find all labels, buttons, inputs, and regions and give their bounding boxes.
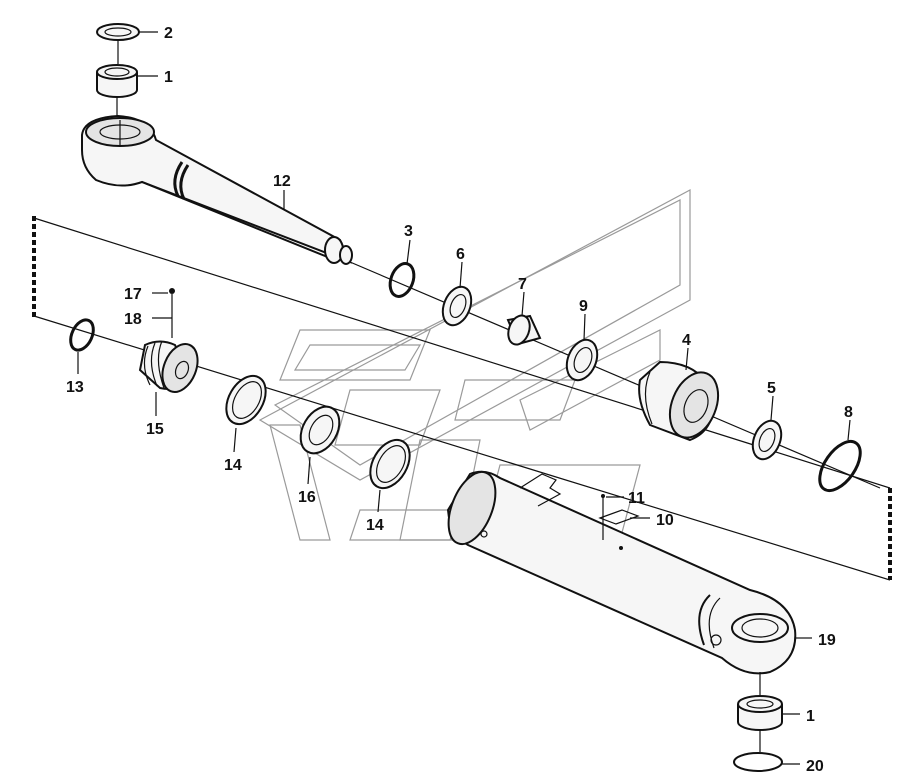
- part-15-piston: [138, 340, 199, 393]
- part-9-wiper: [565, 338, 599, 382]
- callout-18: 18: [124, 311, 142, 328]
- part-6-seal: [441, 285, 473, 327]
- part-19-cylinder-tube: [446, 470, 797, 675]
- callout-1-bottom: 1: [806, 708, 815, 725]
- callout-10: 10: [656, 512, 674, 529]
- part-17-18-screw: [169, 288, 175, 338]
- part-2-washer: [96, 23, 140, 64]
- part-1-bushing-top: [96, 64, 138, 118]
- callout-9: 9: [579, 298, 588, 315]
- part-10-11-plate: [598, 494, 640, 550]
- callout-6: 6: [456, 246, 465, 263]
- leader-lines: [77, 31, 851, 765]
- part-3-o-ring: [388, 262, 416, 298]
- callout-5: 5: [767, 380, 776, 397]
- callout-11: 11: [628, 490, 645, 507]
- callout-19: 19: [818, 632, 836, 649]
- part-12-piston-rod: [81, 114, 353, 265]
- callout-12: 12: [273, 173, 291, 190]
- part-14-guide-ring-a: [225, 374, 267, 426]
- callout-4: 4: [682, 332, 691, 349]
- callout-15: 15: [146, 421, 164, 438]
- callout-labels: 2 1 12 3 6 7 9 4 5 8 17 18 13 15 14 16 1…: [66, 25, 853, 775]
- part-4-cylinder-head: [638, 360, 720, 442]
- callout-20: 20: [806, 758, 824, 775]
- callout-17: 17: [124, 286, 142, 303]
- part-16-seal: [299, 405, 341, 455]
- part-8-o-ring: [818, 440, 862, 492]
- part-1-bushing-bottom: [737, 672, 783, 752]
- callout-1-top: 1: [164, 69, 173, 86]
- callout-7: 7: [518, 276, 527, 293]
- callout-14-a: 14: [224, 457, 242, 474]
- callout-3: 3: [404, 223, 413, 240]
- callout-14-b: 14: [366, 517, 384, 534]
- callout-2: 2: [164, 25, 173, 42]
- part-14-guide-ring-b: [369, 438, 411, 490]
- callout-13: 13: [66, 379, 84, 396]
- part-20-circlip: [733, 752, 783, 772]
- part-5-seal-ring: [751, 419, 783, 461]
- callout-8: 8: [844, 404, 853, 421]
- part-7-sleeve: [506, 314, 542, 346]
- part-13-o-ring: [69, 318, 95, 352]
- callout-16: 16: [298, 489, 316, 506]
